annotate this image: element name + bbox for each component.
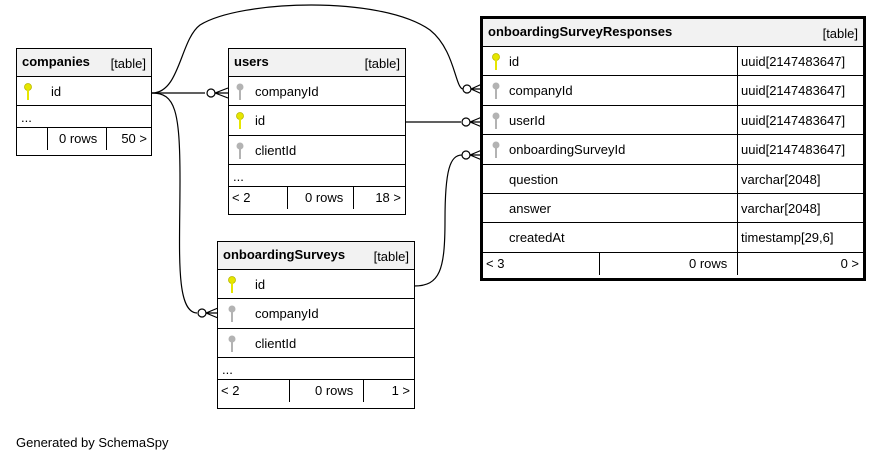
- row-count: 0 rows: [305, 190, 344, 206]
- column-row[interactable]: companyId uuid[2147483647]: [483, 76, 863, 106]
- table-tag: [table]: [364, 56, 400, 71]
- more-columns-ellipsis: ...: [17, 106, 151, 129]
- column-row[interactable]: createdAt timestamp[29,6]: [483, 223, 863, 253]
- parents-count-link[interactable]: < 2: [232, 190, 251, 206]
- table-companies[interactable]: companies [table] id ... 0 rows 50 >: [16, 48, 152, 156]
- table-name: companies: [22, 54, 90, 69]
- column-name: companyId: [255, 84, 319, 99]
- parents-count-link[interactable]: < 2: [221, 383, 240, 399]
- table-header: users [table]: [229, 49, 405, 77]
- table-name: users: [234, 54, 269, 69]
- row-count: 0 rows: [315, 383, 354, 399]
- column-name: question: [509, 171, 559, 187]
- more-columns-ellipsis: ...: [218, 358, 414, 381]
- table-onboarding-survey-responses[interactable]: onboardingSurveyResponses [table] id uui…: [480, 16, 866, 281]
- column-row[interactable]: userId uuid[2147483647]: [483, 105, 863, 136]
- column-name: id: [255, 113, 266, 129]
- column-name: clientId: [255, 142, 297, 158]
- foreign-key-icon: [228, 335, 236, 352]
- foreign-key-icon: [492, 141, 500, 159]
- column-name: userId: [509, 112, 546, 128]
- table-header: companies [table]: [17, 49, 151, 77]
- row-count: 0 rows: [59, 131, 98, 147]
- column-type: timestamp[29,6]: [741, 230, 834, 246]
- table-header: onboardingSurveys [table]: [218, 242, 414, 270]
- column-name: id: [51, 84, 62, 99]
- table-users[interactable]: users [table] companyId id clientId ... …: [228, 48, 406, 215]
- table-header: onboardingSurveyResponses [table]: [483, 19, 863, 47]
- table-footer: < 2 0 rows 18 >: [229, 187, 405, 210]
- column-row[interactable]: answer varchar[2048]: [483, 193, 863, 224]
- generated-by-label: Generated by SchemaSpy: [16, 435, 169, 450]
- column-name: id: [509, 54, 520, 69]
- column-type: varchar[2048]: [741, 200, 821, 216]
- edge-surveys-responses: [413, 154, 463, 287]
- foreign-key-icon: [236, 83, 244, 100]
- primary-key-icon: [236, 112, 244, 130]
- column-name: createdAt: [509, 230, 565, 246]
- children-count-link[interactable]: 50 >: [121, 131, 147, 147]
- primary-key-icon: [24, 83, 32, 100]
- table-footer: 0 rows 50 >: [17, 128, 151, 151]
- children-count-link[interactable]: 18 >: [375, 190, 401, 206]
- column-name: companyId: [255, 306, 319, 322]
- column-type: uuid[2147483647]: [741, 83, 846, 99]
- column-row[interactable]: clientId: [229, 136, 405, 166]
- primary-key-icon: [492, 53, 500, 70]
- column-row[interactable]: id: [218, 270, 414, 300]
- table-tag: [table]: [373, 249, 409, 264]
- edge-companies-responses: [151, 4, 464, 94]
- table-tag: [table]: [822, 26, 858, 41]
- foreign-key-icon: [492, 112, 500, 129]
- column-row[interactable]: question varchar[2048]: [483, 164, 863, 194]
- column-row[interactable]: id: [229, 106, 405, 136]
- column-type: uuid[2147483647]: [741, 54, 846, 69]
- table-footer: < 2 0 rows 1 >: [218, 380, 414, 403]
- children-count-link[interactable]: 0 >: [840, 255, 859, 271]
- column-row[interactable]: companyId: [218, 299, 414, 329]
- column-row[interactable]: onboardingSurveyId uuid[2147483647]: [483, 135, 863, 165]
- table-onboarding-surveys[interactable]: onboardingSurveys [table] id companyId c…: [217, 241, 415, 409]
- table-name: onboardingSurveyResponses: [488, 24, 673, 39]
- foreign-key-icon: [236, 142, 244, 159]
- column-row[interactable]: companyId: [229, 77, 405, 107]
- foreign-key-icon: [228, 305, 236, 323]
- column-name: onboardingSurveyId: [509, 142, 626, 158]
- column-type: uuid[2147483647]: [741, 112, 846, 128]
- table-footer: < 3 0 rows 0 >: [483, 252, 863, 275]
- column-row[interactable]: clientId: [218, 329, 414, 359]
- column-name: clientId: [255, 335, 297, 351]
- table-name: onboardingSurveys: [223, 247, 346, 262]
- children-count-link[interactable]: 1 >: [391, 383, 410, 399]
- parents-count-link[interactable]: < 3: [486, 255, 505, 271]
- primary-key-icon: [228, 276, 236, 293]
- column-name: companyId: [509, 83, 573, 99]
- edge-companies-surveys: [151, 92, 198, 314]
- foreign-key-icon: [492, 82, 500, 100]
- column-type: uuid[2147483647]: [741, 142, 846, 158]
- table-tag: [table]: [110, 56, 146, 71]
- column-name: id: [255, 277, 266, 292]
- row-count: 0 rows: [689, 255, 728, 271]
- column-row[interactable]: id: [17, 77, 151, 107]
- column-row[interactable]: id uuid[2147483647]: [483, 47, 863, 77]
- column-name: answer: [509, 200, 551, 216]
- column-type: varchar[2048]: [741, 171, 821, 187]
- more-columns-ellipsis: ...: [229, 165, 405, 188]
